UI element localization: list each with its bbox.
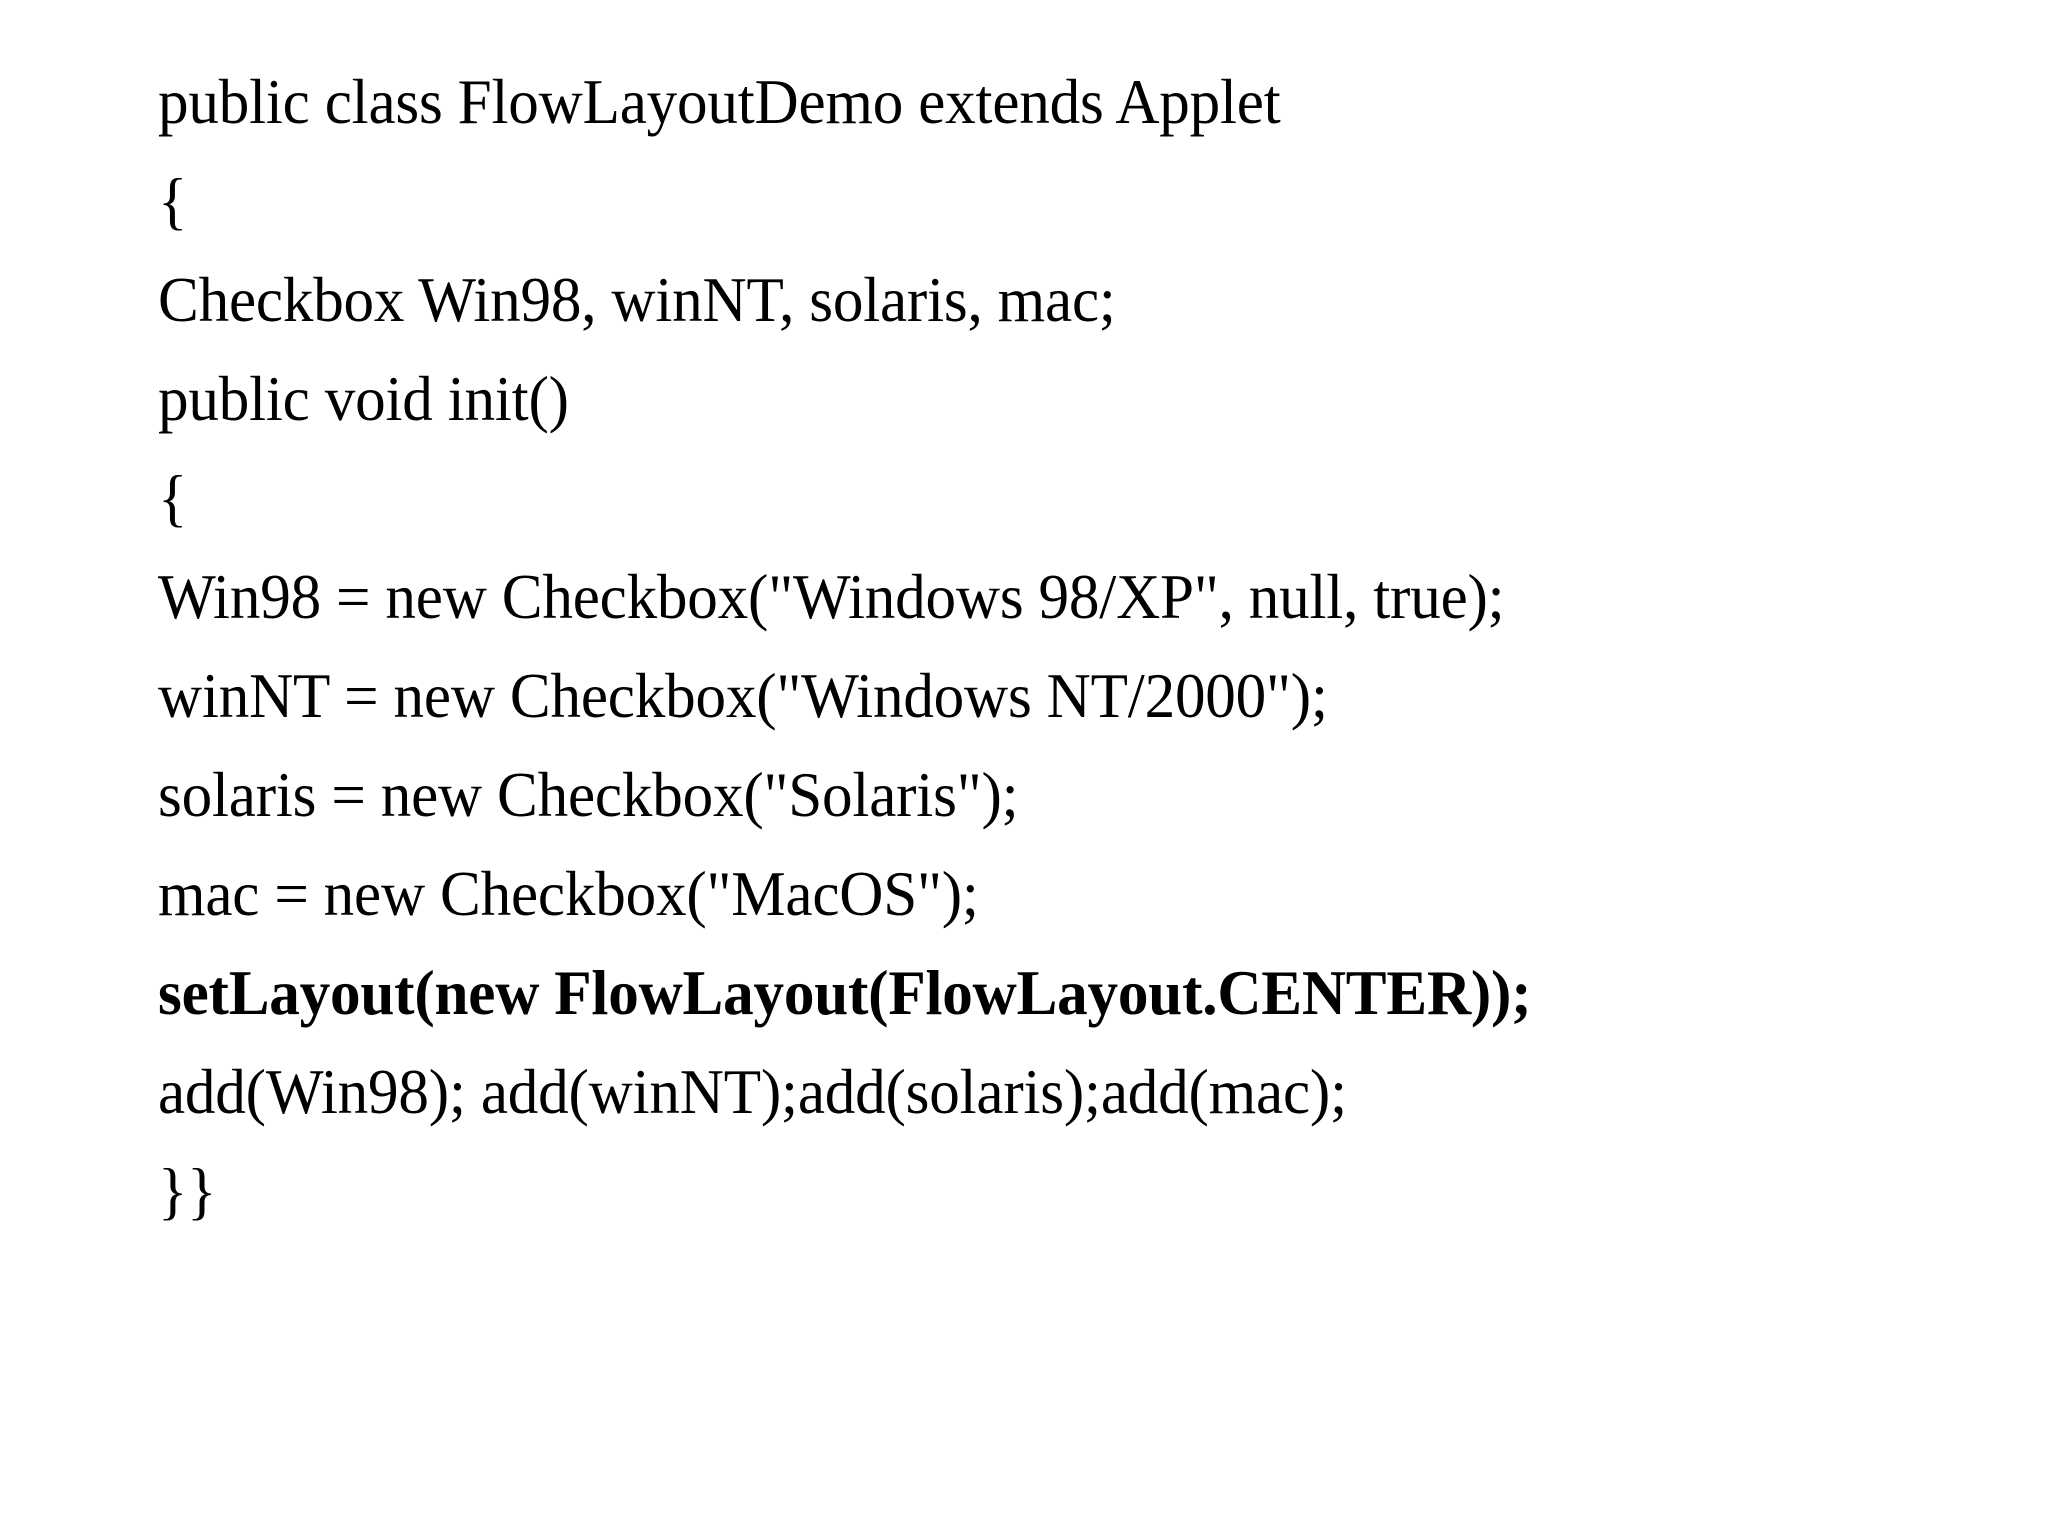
code-line-1: public class FlowLayoutDemo extends Appl… — [158, 66, 1281, 137]
code-line-6: Win98 = new Checkbox("Windows 98/XP", nu… — [158, 561, 1505, 632]
code-line-2: { — [158, 165, 188, 236]
code-line-3: Checkbox Win98, winNT, solaris, mac; — [158, 264, 1116, 335]
code-line-12: }} — [158, 1155, 217, 1226]
code-line-9: mac = new Checkbox("MacOS"); — [158, 858, 979, 929]
code-line-8: solaris = new Checkbox("Solaris"); — [158, 759, 1019, 830]
code-line-11: add(Win98); add(winNT);add(solaris);add(… — [158, 1056, 1347, 1127]
code-line-5: { — [158, 462, 188, 533]
code-line-7: winNT = new Checkbox("Windows NT/2000"); — [158, 660, 1328, 731]
code-block: public class FlowLayoutDemo extends Appl… — [158, 52, 1978, 1240]
code-line-10-setlayout: setLayout(new FlowLayout(FlowLayout.CENT… — [158, 957, 1532, 1028]
code-line-4: public void init() — [158, 363, 569, 434]
